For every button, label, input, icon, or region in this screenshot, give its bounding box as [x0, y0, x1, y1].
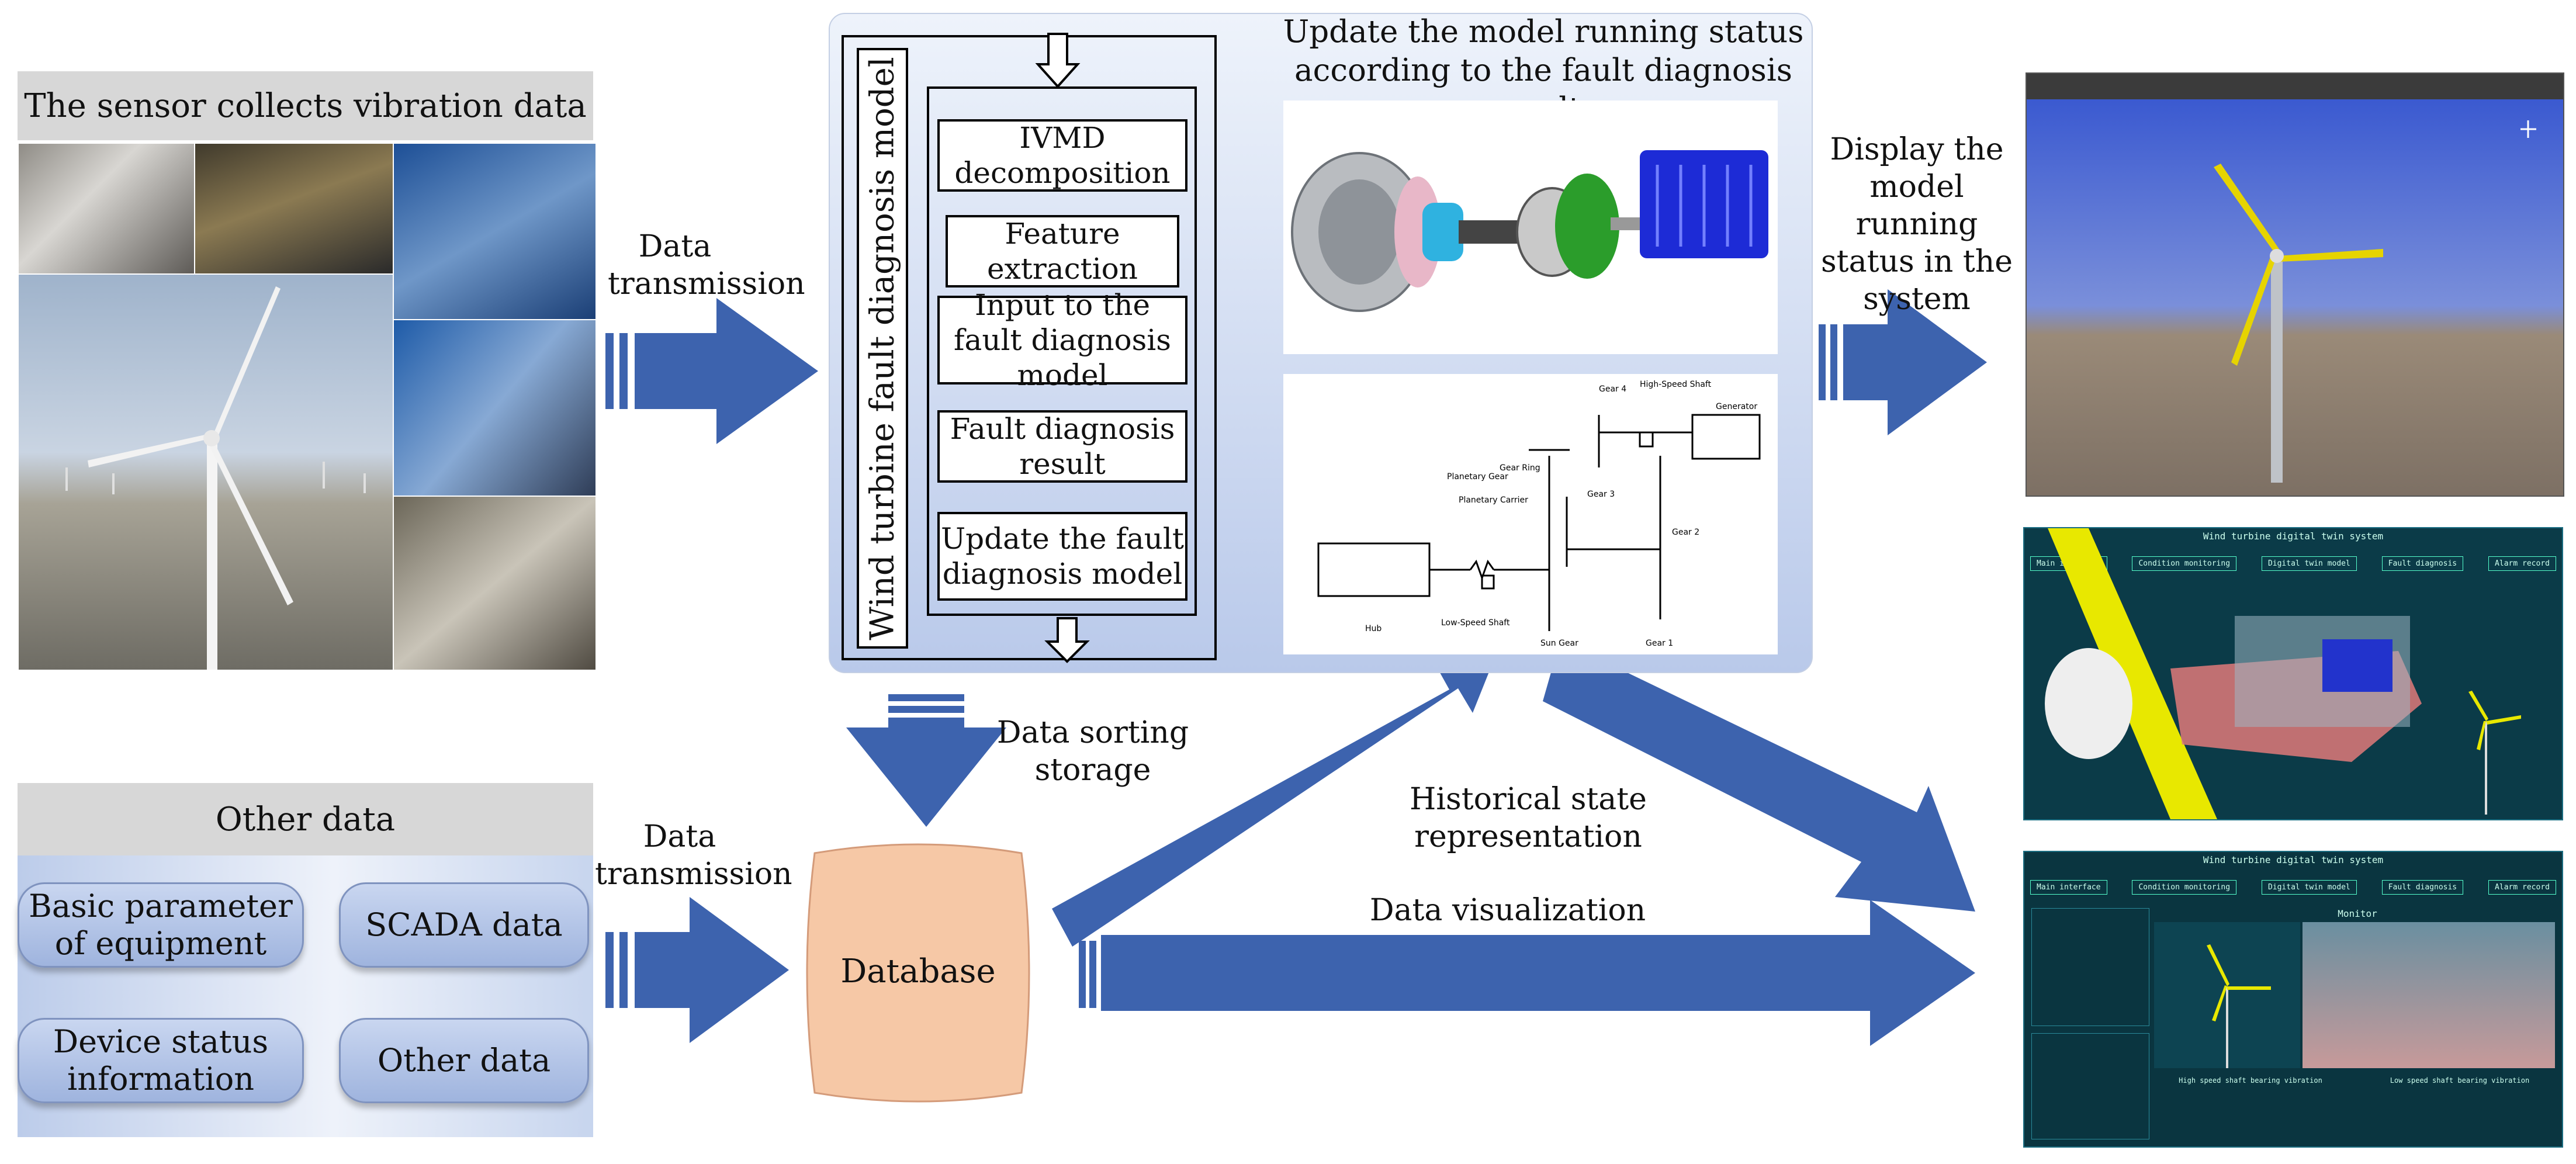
sensor-photo-4 — [393, 319, 597, 497]
twin1-title: Wind turbine digital twin system — [2203, 531, 2384, 542]
label-data-sorting-storage: Data sorting storage — [996, 715, 1189, 788]
twin2-monitor-label: Monitor — [2338, 908, 2377, 919]
inflow-arrow-icon — [1035, 33, 1081, 88]
arrow-data-transmission-bottom — [605, 897, 789, 1043]
pill-device-status: Device status information — [18, 1018, 304, 1103]
pill-scada-data: SCADA data — [339, 882, 589, 968]
schematic-label-sun-gear: Sun Gear — [1540, 639, 1578, 648]
schematic-label-ls-shaft: Low-Speed Shaft — [1441, 618, 1510, 628]
twin2-chart-low-speed: Low speed shaft bearing vibration — [2390, 1076, 2530, 1085]
twin2-left-metrics — [2031, 908, 2149, 1026]
other-data-title: Other data — [18, 783, 593, 855]
schematic-label-gear1: Gear 1 — [1646, 639, 1673, 648]
twin1-scene — [2045, 528, 2521, 819]
twin2-turbine-view — [2154, 922, 2300, 1068]
schematic-svg: Gear 4 High-Speed Shaft Generator Gear 3… — [1317, 380, 1761, 648]
arrow-data-sorting-storage — [846, 694, 1006, 827]
step-ivmd-decomposition: IVMD decomposition — [937, 119, 1187, 192]
twin2-chart-high-speed: High speed shaft bearing vibration — [2179, 1076, 2322, 1085]
twin1-tab-condition[interactable]: Condition monitoring — [2132, 556, 2237, 571]
label-data-transmission-top: Data transmission — [608, 229, 805, 302]
wind-turbine-illustration — [65, 286, 366, 670]
twin1-tab-fault[interactable]: Fault diagnosis — [2381, 556, 2464, 571]
label-display-status: Display the model running status in the … — [1821, 132, 2013, 317]
model-vertical-title: Wind turbine fault diagnosis model — [863, 56, 902, 640]
drivetrain-schematic: Gear 4 High-Speed Shaft Generator Gear 3… — [1283, 374, 1778, 654]
twin2-model-view — [2303, 922, 2555, 1068]
arrow-model-to-twin — [1543, 654, 1975, 912]
step-fault-diagnosis-result: Fault diagnosis result — [937, 410, 1187, 483]
sensor-photo-1 — [18, 143, 195, 275]
twin2-event-list — [2031, 1033, 2149, 1139]
wind-farm-photo — [18, 273, 394, 671]
pill-other-data: Other data — [339, 1018, 589, 1103]
schematic-label-planetary-carrier: Planetary Carrier — [1459, 496, 1528, 505]
unity-toolbar — [2027, 74, 2563, 99]
step-feature-extraction: Feature extraction — [946, 215, 1179, 287]
twin2-tab-condition[interactable]: Condition monitoring — [2132, 880, 2237, 895]
twin2-title: Wind turbine digital twin system — [2203, 854, 2384, 865]
sensor-photo-2 — [194, 143, 394, 275]
model-outer-frame — [842, 35, 1217, 660]
sensor-panel-title: The sensor collects vibration data — [18, 71, 593, 140]
arrow-historical-state — [1040, 654, 1496, 964]
step-update-model: Update the fault diagnosis model — [937, 512, 1187, 601]
twin2-tab-fault[interactable]: Fault diagnosis — [2381, 880, 2464, 895]
sensor-photo-5 — [393, 496, 597, 671]
schematic-label-hs-shaft: High-Speed Shaft — [1640, 380, 1712, 389]
step-input-to-model: Input to the fault diagnosis model — [937, 288, 1187, 392]
pill-basic-parameter: Basic parameter of equipment — [18, 882, 304, 968]
outflow-arrow-icon — [1044, 617, 1090, 663]
twin1-tab-alarm[interactable]: Alarm record — [2488, 556, 2556, 571]
database-label: Database — [840, 952, 996, 990]
twin-system-screen-2: Wind turbine digital twin system Main in… — [2023, 851, 2563, 1148]
unity-turbine-render — [2026, 72, 2564, 497]
schematic-label-gear-ring: Gear Ring — [1500, 463, 1540, 473]
schematic-label-planetary-gear: Planetary Gear — [1447, 472, 1508, 481]
twin2-tab-main[interactable]: Main interface — [2030, 880, 2107, 895]
arrow-data-transmission-top — [605, 298, 818, 444]
label-data-transmission-bottom: Data transmission — [595, 819, 792, 892]
twin2-tabs: Main interface Condition monitoring Digi… — [2030, 880, 2556, 895]
schematic-label-hub: Hub — [1365, 624, 1382, 633]
label-data-visualization: Data visualization — [1369, 893, 1646, 928]
schematic-label-gear4: Gear 4 — [1599, 384, 1626, 394]
label-historical-state: Historical state representation — [1410, 782, 1647, 854]
model-vertical-title-box: Wind turbine fault diagnosis model — [857, 48, 908, 649]
arrow-data-visualization — [1079, 900, 1975, 1046]
drivetrain-3d-render — [1283, 101, 1778, 354]
schematic-label-gear3: Gear 3 — [1587, 490, 1615, 499]
twin-system-screen-1: Wind turbine digital twin system Main in… — [2023, 527, 2563, 820]
schematic-label-generator: Generator — [1716, 402, 1757, 411]
database-cylinder: Database — [803, 841, 1033, 1104]
model-steps-frame — [927, 86, 1197, 616]
twin1-tab-twin[interactable]: Digital twin model — [2261, 556, 2357, 571]
schematic-label-gear2: Gear 2 — [1672, 528, 1699, 537]
sensor-photo-3 — [393, 143, 597, 320]
unity-turbine-svg — [2214, 120, 2536, 483]
twin2-tab-alarm[interactable]: Alarm record — [2488, 880, 2556, 895]
twin2-tab-twin[interactable]: Digital twin model — [2261, 880, 2357, 895]
arrow-display-status — [1819, 289, 1987, 435]
